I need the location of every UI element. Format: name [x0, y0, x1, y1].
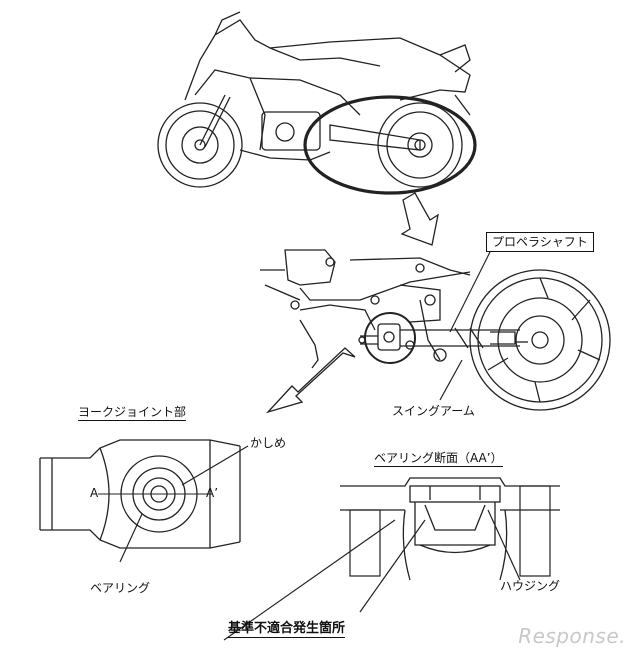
nonconformity-label: 基準不適合発生箇所 [228, 621, 346, 638]
section-a-prime-label: A’ [206, 486, 219, 500]
yoke-joint-figure [39, 439, 249, 563]
swing-arm-label: スイングアーム [392, 404, 475, 418]
leader-lines [439, 247, 493, 401]
zoom-arrow-2 [265, 347, 356, 414]
kashime-label: かしめ [250, 436, 287, 450]
section-a-label: A [90, 486, 99, 500]
yoke-joint-heading: ヨークジョイント部 [78, 405, 187, 421]
bearing-section-figure [340, 477, 560, 613]
nonconformity-leader [223, 519, 396, 641]
drivetrain-detail [260, 249, 611, 411]
response-watermark: Response. [518, 624, 626, 648]
bearing-section-heading: ベアリング断面（AA’） [374, 451, 503, 467]
housing-label: ハウジング [500, 579, 561, 593]
motorcycle-illustration [157, 11, 477, 195]
zoom-arrow-1 [400, 192, 439, 246]
propeller-shaft-label: プロペラシャフト [486, 232, 594, 252]
bearing-label: ベアリング [90, 581, 151, 595]
